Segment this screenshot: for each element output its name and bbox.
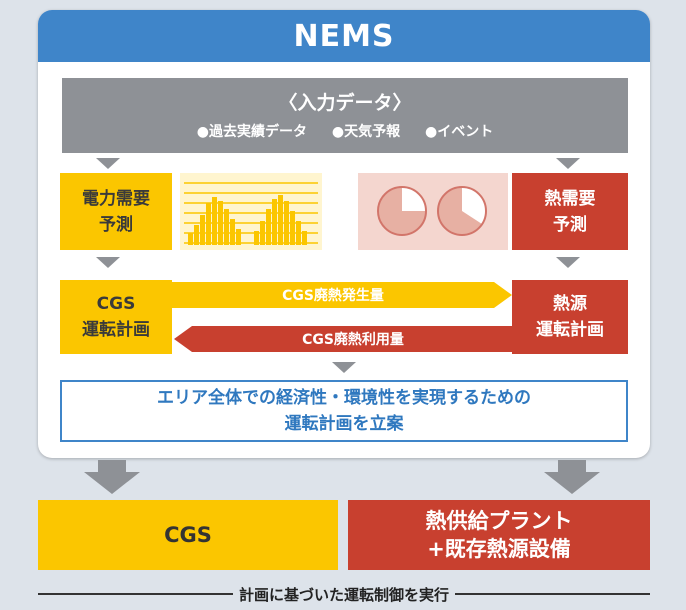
down-arrow-icon — [556, 158, 580, 169]
down-arrow-icon — [556, 257, 580, 268]
pie-chart-icon — [377, 186, 487, 236]
heat-source-operation-plan-box: 熱源 運転計画 — [512, 280, 628, 354]
input-data-items: ●過去実績データ ●天気予報 ●イベント — [62, 121, 628, 141]
waste-heat-generation-arrow — [172, 282, 512, 308]
footer-text: 計画に基づいた運転制御を実行 — [239, 585, 450, 604]
waste-heat-utilization-arrow — [174, 326, 514, 352]
down-arrow-icon — [332, 362, 356, 373]
waste-heat-utilization-label: CGS廃熱利用量 — [302, 332, 404, 348]
heat-plant-box: 熱供給プラント +既存熱源設備 — [348, 500, 650, 570]
power-demand-forecast-box: 電力需要 予測 — [60, 173, 172, 250]
down-arrow-icon — [96, 257, 120, 268]
down-arrow-icon — [96, 158, 120, 169]
heat-demand-forecast-box: 熱需要 予測 — [512, 173, 628, 250]
divider — [455, 593, 651, 595]
nems-panel: NEMS 〈入力データ〉 ●過去実績データ ●天気予報 ●イベント 電力需要 予… — [38, 10, 650, 458]
cgs-operation-plan-box: CGS 運転計画 — [60, 280, 172, 354]
power-demand-chart — [180, 173, 322, 250]
heat-demand-chart — [358, 173, 508, 250]
input-item-weather: ●天気予報 — [331, 124, 401, 140]
input-item-past-data: ●過去実績データ — [196, 124, 308, 140]
nems-title: NEMS — [38, 10, 650, 62]
divider — [38, 593, 233, 595]
down-arrow-icon — [84, 460, 140, 494]
footer-caption: 計画に基づいた運転制御を実行 — [38, 584, 651, 604]
input-item-event: ●イベント — [424, 124, 494, 140]
input-data-box: 〈入力データ〉 ●過去実績データ ●天気予報 ●イベント — [62, 78, 628, 153]
down-arrow-icon — [544, 460, 600, 494]
waste-heat-generation-label: CGS廃熱発生量 — [282, 288, 384, 304]
area-plan-box: エリア全体での経済性・環境性を実現するための 運転計画を立案 — [60, 380, 628, 442]
input-data-title: 〈入力データ〉 — [278, 92, 412, 114]
bar-chart-icon — [184, 182, 318, 245]
cgs-box: CGS — [38, 500, 338, 570]
